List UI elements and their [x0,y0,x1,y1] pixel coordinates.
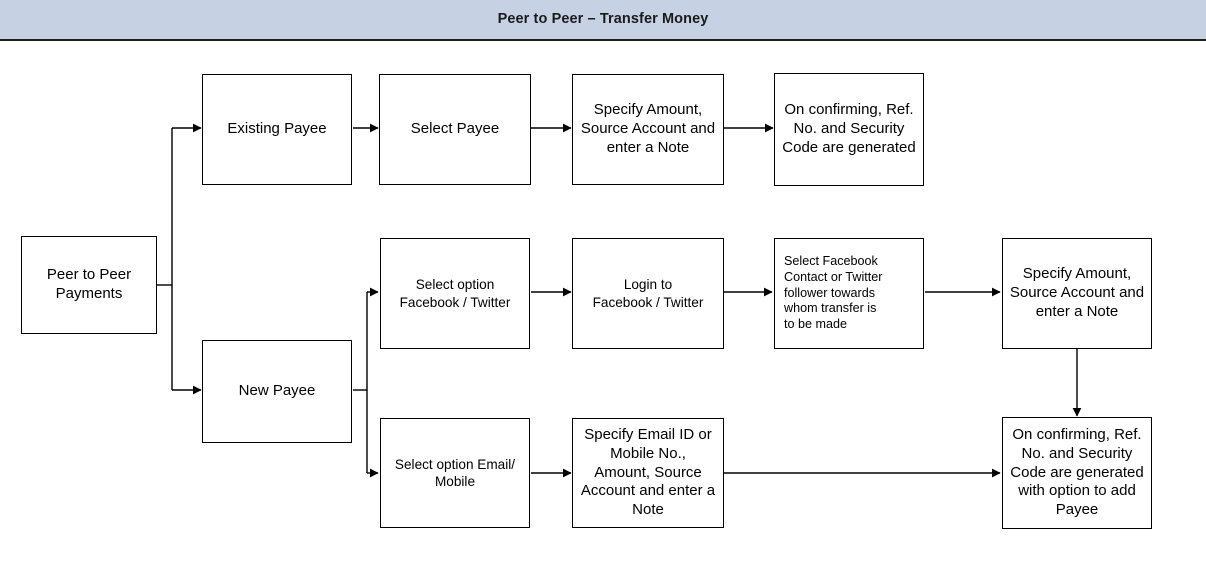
node-peer-to-peer-payments[interactable]: Peer to Peer Payments [21,236,157,334]
node-specify-amount-source-note-1[interactable]: Specify Amount, Source Account and enter… [572,74,724,185]
node-existing-payee[interactable]: Existing Payee [202,74,352,185]
node-on-confirming-ref-security-add-payee[interactable]: On confirming, Ref. No. and Security Cod… [1002,417,1152,529]
node-label: Specify Amount, Source Account and enter… [580,101,716,156]
node-label: New Payee [238,382,316,400]
node-label: On confirming, Ref. No. and Security Cod… [1010,425,1144,519]
node-select-facebook-contact-twitter-follower[interactable]: Select Facebook Contact or Twitter follo… [774,238,924,349]
node-label: Peer to Peer Payments [46,266,132,302]
node-on-confirming-ref-security-1[interactable]: On confirming, Ref. No. and Security Cod… [774,73,924,186]
node-label: Existing Payee [227,120,327,138]
node-label: Login to Facebook / Twitter [592,277,704,310]
node-label: Select option Facebook / Twitter [399,277,511,310]
node-label: Select Payee [410,120,500,138]
node-select-option-email-mobile[interactable]: Select option Email/ Mobile [380,418,530,528]
node-login-facebook-twitter[interactable]: Login to Facebook / Twitter [572,238,724,349]
page-title: Peer to Peer – Transfer Money [497,11,709,27]
node-label: On confirming, Ref. No. and Security Cod… [782,101,916,156]
node-new-payee[interactable]: New Payee [202,340,352,443]
title-bar: Peer to Peer – Transfer Money [0,0,1206,41]
node-label: Select option Email/ Mobile [394,456,516,489]
node-select-payee[interactable]: Select Payee [379,74,531,185]
node-specify-email-mobile-amount-source-note[interactable]: Specify Email ID or Mobile No., Amount, … [572,418,724,528]
node-label: Specify Amount, Source Account and enter… [1009,265,1145,320]
node-select-option-facebook-twitter[interactable]: Select option Facebook / Twitter [380,238,530,349]
node-label: Specify Email ID or Mobile No., Amount, … [580,425,716,519]
node-label: Select Facebook Contact or Twitter follo… [784,253,883,332]
node-specify-amount-source-note-2[interactable]: Specify Amount, Source Account and enter… [1002,238,1152,349]
